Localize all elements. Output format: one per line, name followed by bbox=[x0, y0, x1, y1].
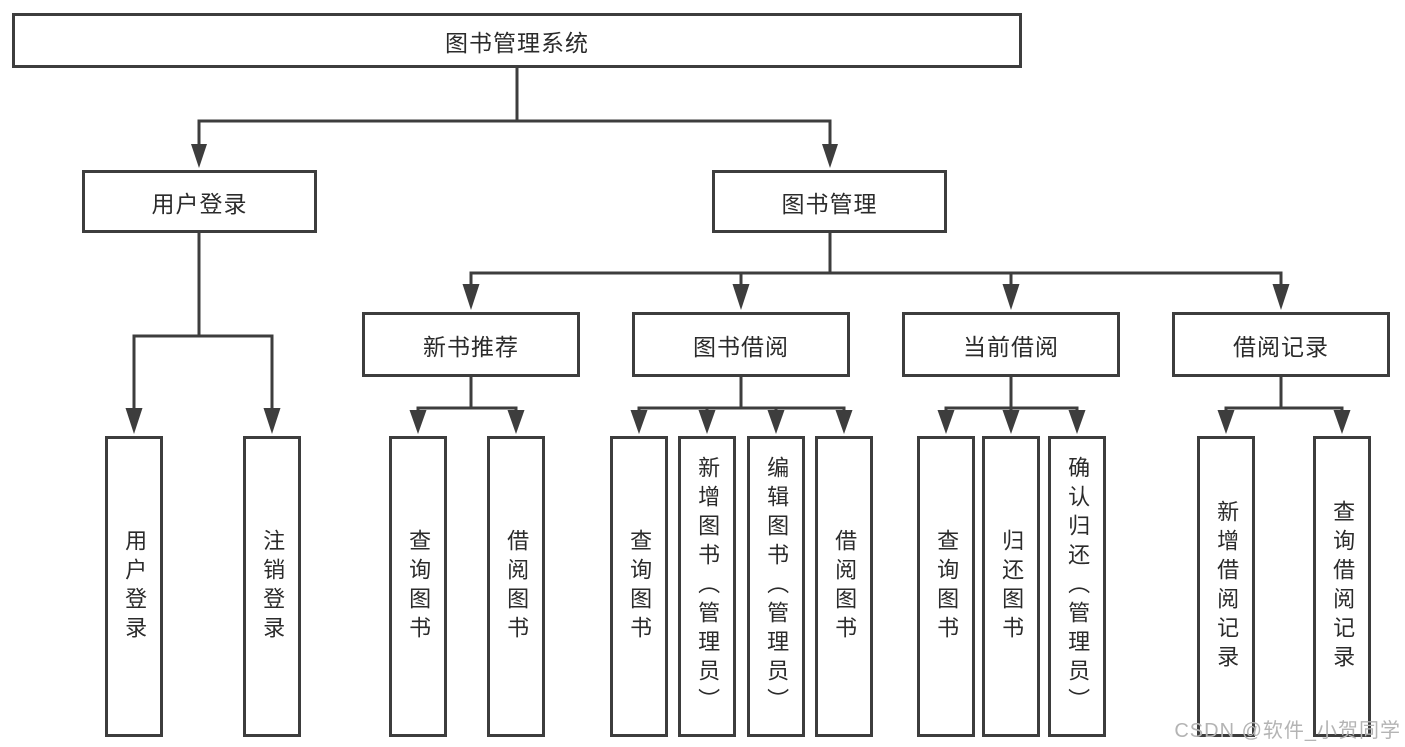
leaf-nbr-query-books: 查询图书 bbox=[389, 436, 447, 737]
node-borrowing-records-label: 借阅记录 bbox=[1233, 333, 1329, 360]
leaf-bb-borrow-books: 借阅图书 bbox=[815, 436, 873, 737]
leaf-cb-return-books-label: 归还图书 bbox=[999, 528, 1025, 645]
node-book-borrowing: 图书借阅 bbox=[632, 312, 850, 377]
node-library-system-label: 图书管理系统 bbox=[445, 29, 589, 56]
leaf-cb-confirm-return-admin-label: 确认归还（管理员） bbox=[1065, 456, 1091, 717]
leaf-user-login-label: 用户登录 bbox=[122, 528, 148, 645]
leaf-logout-label: 注销登录 bbox=[260, 528, 286, 645]
node-user-login-branch: 用户登录 bbox=[82, 170, 317, 233]
leaf-cb-query-books: 查询图书 bbox=[917, 436, 975, 737]
leaf-bb-query-books-label: 查询图书 bbox=[627, 528, 653, 645]
leaf-bb-edit-books-admin-label: 编辑图书（管理员） bbox=[764, 456, 790, 717]
leaf-br-add-record-label: 新增借阅记录 bbox=[1214, 499, 1240, 674]
node-current-borrowing-label: 当前借阅 bbox=[963, 333, 1059, 360]
leaf-br-query-record: 查询借阅记录 bbox=[1313, 436, 1371, 737]
leaf-br-query-record-label: 查询借阅记录 bbox=[1330, 499, 1356, 674]
leaf-cb-return-books: 归还图书 bbox=[982, 436, 1040, 737]
leaf-cb-query-books-label: 查询图书 bbox=[934, 528, 960, 645]
node-book-management-label: 图书管理 bbox=[781, 190, 878, 217]
leaf-nbr-query-books-label: 查询图书 bbox=[406, 528, 432, 645]
leaf-bb-add-books-admin: 新增图书（管理员） bbox=[678, 436, 736, 737]
leaf-bb-borrow-books-label: 借阅图书 bbox=[832, 528, 858, 645]
node-borrowing-records: 借阅记录 bbox=[1172, 312, 1390, 377]
node-current-borrowing: 当前借阅 bbox=[902, 312, 1120, 377]
leaf-bb-query-books: 查询图书 bbox=[610, 436, 668, 737]
leaf-br-add-record: 新增借阅记录 bbox=[1197, 436, 1255, 737]
watermark-text: CSDN @软件_小贺同学 bbox=[1174, 720, 1401, 742]
leaf-nbr-borrow-books-label: 借阅图书 bbox=[504, 528, 530, 645]
leaf-bb-edit-books-admin: 编辑图书（管理员） bbox=[747, 436, 805, 737]
node-new-book-recommend: 新书推荐 bbox=[362, 312, 580, 377]
node-library-system: 图书管理系统 bbox=[12, 13, 1022, 68]
leaf-nbr-borrow-books: 借阅图书 bbox=[487, 436, 545, 737]
leaf-logout: 注销登录 bbox=[243, 436, 301, 737]
node-user-login-branch-label: 用户登录 bbox=[151, 190, 248, 217]
node-book-borrowing-label: 图书借阅 bbox=[693, 333, 789, 360]
node-new-book-recommend-label: 新书推荐 bbox=[423, 333, 519, 360]
node-book-management: 图书管理 bbox=[712, 170, 947, 233]
leaf-user-login: 用户登录 bbox=[105, 436, 163, 737]
leaf-bb-add-books-admin-label: 新增图书（管理员） bbox=[695, 456, 721, 717]
leaf-cb-confirm-return-admin: 确认归还（管理员） bbox=[1048, 436, 1106, 737]
